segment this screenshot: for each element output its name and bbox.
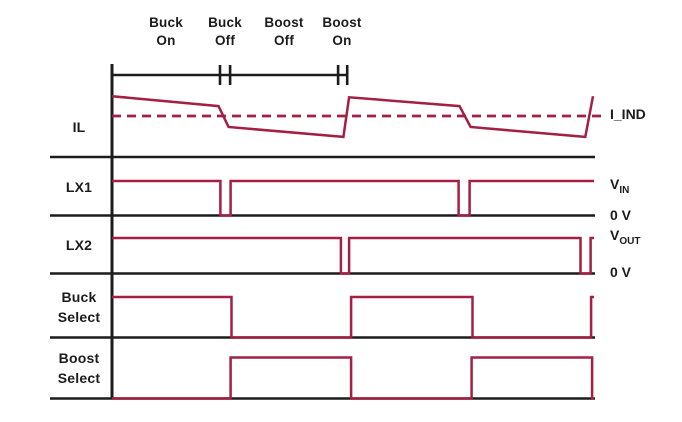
label-vout: VOUT <box>610 227 640 246</box>
signal-buck-select-waveform <box>112 295 594 339</box>
label-subscript: OUT <box>619 235 641 247</box>
phase-label-line: Off <box>273 33 295 48</box>
phase-label-buck-off: Buck Off <box>193 14 257 50</box>
label-lx2-0v: 0 V <box>610 264 631 280</box>
phase-label-line: Buck <box>208 15 242 30</box>
row-label-line: LX2 <box>65 236 93 253</box>
phase-label-line: Boost <box>322 15 362 30</box>
phase-label-line: On <box>332 33 352 48</box>
signal-il-waveform <box>111 94 595 139</box>
phase-label-boost-off: Boost Off <box>252 14 316 50</box>
label-text: V <box>610 227 620 243</box>
signal-lx1-waveform <box>112 179 594 217</box>
row-label-boost-select: Boost Select <box>50 338 108 398</box>
row-label-lx2: LX2 <box>50 216 108 273</box>
label-text: 0 V <box>610 207 632 223</box>
label-subscript: IN <box>619 184 630 196</box>
signal-lx2-waveform <box>112 236 594 275</box>
row-label-line: LX1 <box>65 178 93 195</box>
label-vin: VIN <box>610 176 629 195</box>
signal-boost-select-waveform <box>112 356 594 400</box>
label-i-ind: I_IND <box>610 106 646 122</box>
phase-label-boost-on: Boost On <box>310 14 374 50</box>
phase-label-line: Off <box>214 33 236 48</box>
row-label-line: IL <box>72 118 86 135</box>
label-lx1-0v: 0 V <box>610 207 631 223</box>
label-text: 0 V <box>610 264 632 280</box>
phase-label-line: Buck <box>149 15 183 30</box>
phase-label-line: Boost <box>264 15 304 30</box>
phase-label-buck-on: Buck On <box>134 14 198 50</box>
row-label-line: Boost <box>58 350 100 366</box>
row-label-line: Select <box>57 308 101 325</box>
row-label-buck-select: Buck Select <box>50 276 108 337</box>
label-text: V <box>610 176 620 192</box>
label-text: I_IND <box>610 106 646 122</box>
row-label-line: Select <box>57 370 101 386</box>
row-label-lx1: LX1 <box>50 158 108 215</box>
row-label-line: Buck <box>61 288 97 305</box>
phase-label-line: On <box>156 33 176 48</box>
row-label-il: IL <box>50 96 108 157</box>
